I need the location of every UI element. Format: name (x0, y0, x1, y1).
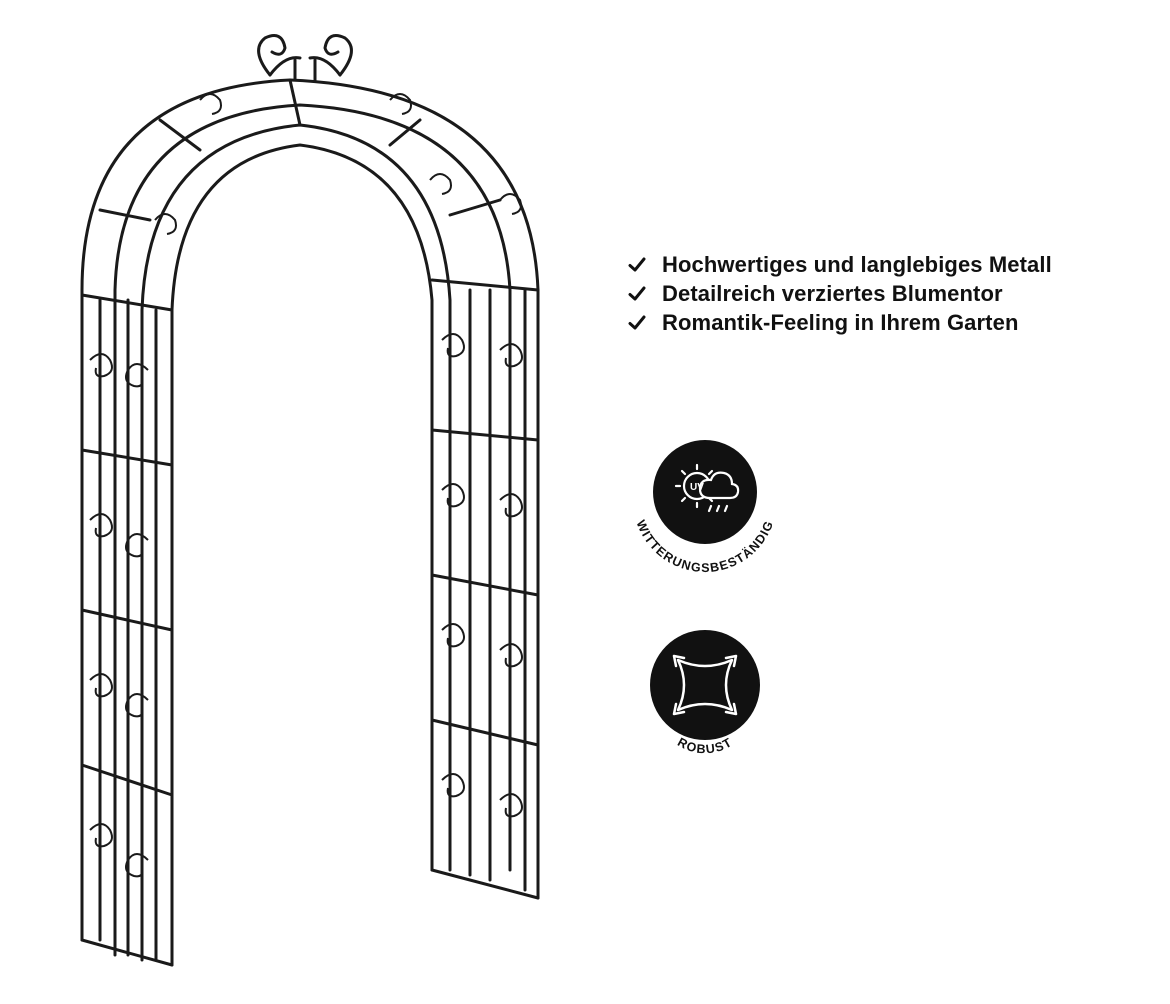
sun-cloud-rain-icon (674, 463, 740, 513)
weather-resistant-badge: UV WITTERUNGSBESTÄNDIG (633, 440, 775, 575)
badge-label: ROBUST (675, 735, 735, 756)
feature-list: Hochwertiges und langlebiges Metall Deta… (628, 250, 1148, 337)
robust-badge: ROBUST (650, 630, 760, 756)
feature-item: Detailreich verziertes Blumentor (628, 279, 1148, 308)
feature-text: Romantik-Feeling in Ihrem Garten (662, 309, 1019, 335)
uv-text: UV (690, 482, 704, 493)
garden-arch-image (80, 34, 540, 967)
feature-text: Hochwertiges und langlebiges Metall (662, 251, 1052, 277)
checkmark-icon (628, 315, 646, 329)
feature-item: Romantik-Feeling in Ihrem Garten (628, 308, 1148, 337)
checkmark-icon (628, 257, 646, 271)
checkmark-icon (628, 286, 646, 300)
feature-item: Hochwertiges und langlebiges Metall (628, 250, 1148, 279)
badge-circle (650, 630, 760, 740)
expand-arrows-icon (672, 654, 738, 716)
feature-text: Detailreich verziertes Blumentor (662, 280, 1003, 306)
